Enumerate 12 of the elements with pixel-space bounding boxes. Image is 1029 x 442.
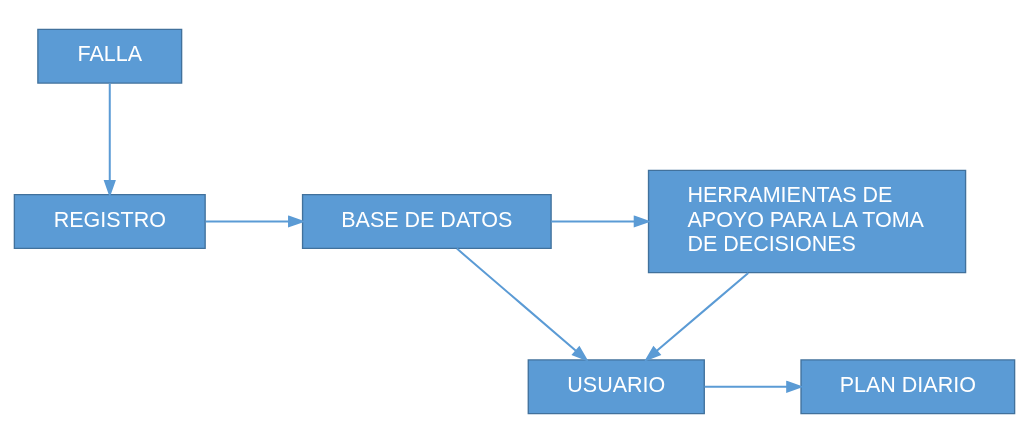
node-box: HERRAMIENTAS DE APOYO PARA LA TOMA DE DECISIONES — [647, 169, 967, 273]
arrow — [205, 214, 306, 228]
arrow — [644, 271, 749, 362]
node-box: PLAN DIARIO — [800, 358, 1016, 414]
arrow — [103, 82, 116, 198]
node-box: REGISTRO — [13, 193, 206, 249]
node-box: BASE DE DATOS — [301, 193, 552, 249]
arrow — [551, 214, 652, 228]
arrow — [456, 247, 589, 362]
arrow — [704, 380, 804, 393]
node-box: USUARIO — [527, 358, 705, 414]
node-box: FALLA — [37, 28, 183, 84]
